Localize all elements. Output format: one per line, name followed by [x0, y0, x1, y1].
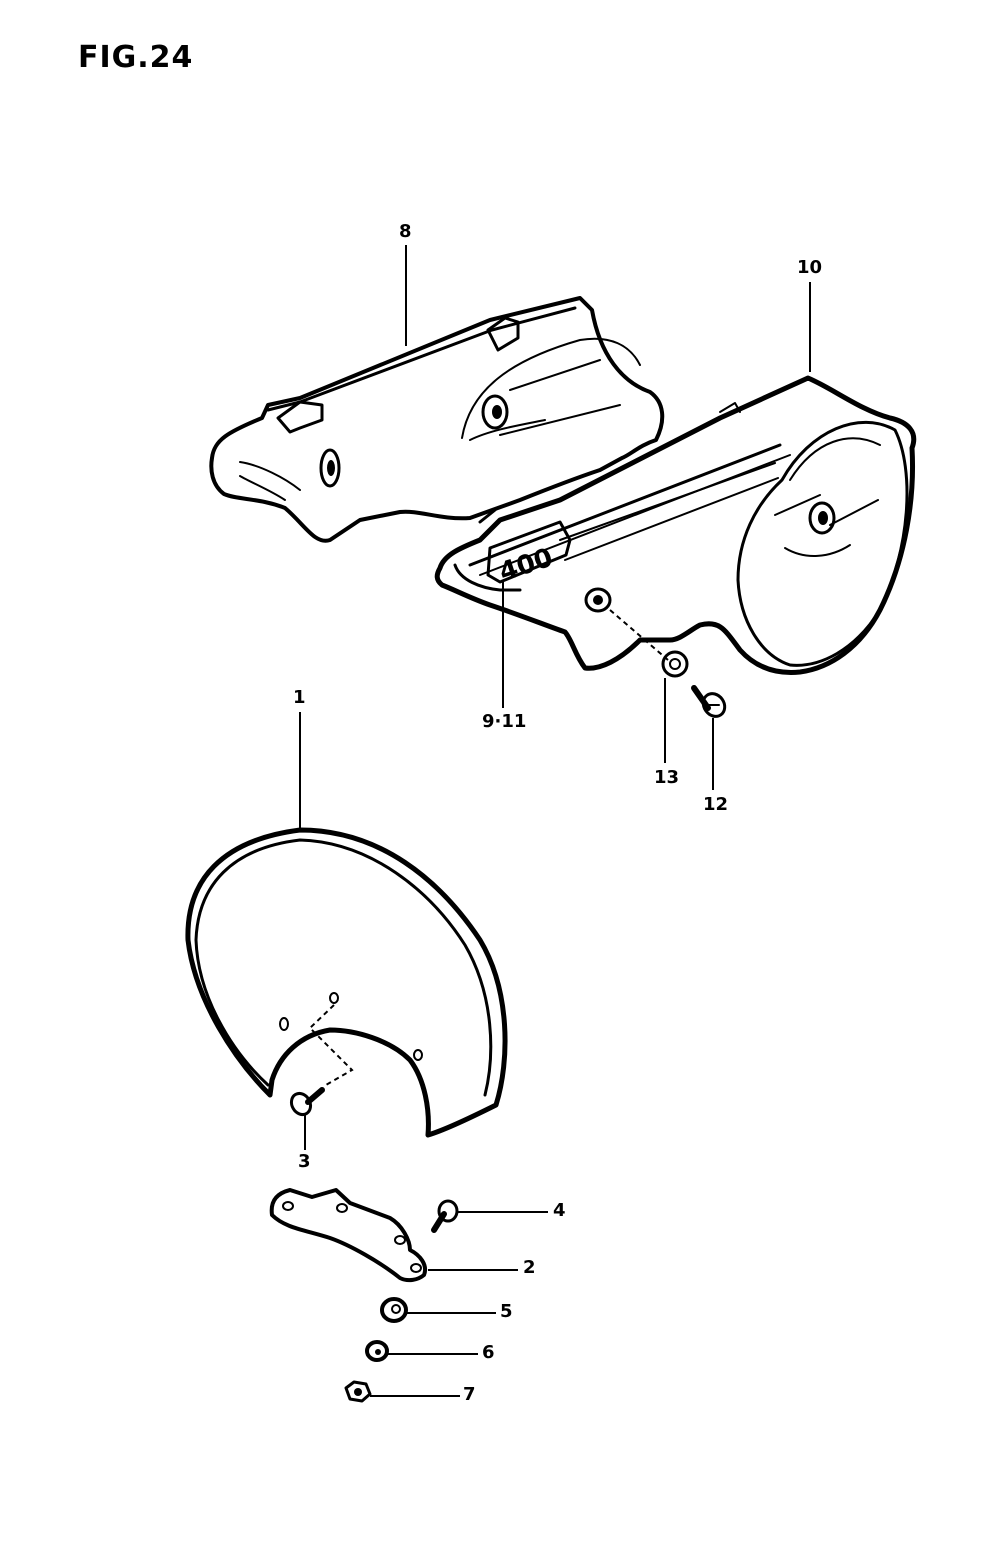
callout-7: 7	[463, 1384, 476, 1405]
part-4-bolt	[431, 1199, 459, 1233]
callout-4: 4	[553, 1200, 566, 1221]
callout-13: 13	[654, 767, 680, 788]
callout-8: 8	[399, 221, 412, 242]
callout-10: 10	[797, 257, 823, 278]
model-decal-text: 400	[496, 543, 557, 588]
figure-title: FIG.24	[78, 40, 194, 75]
part-8-left-chain-cover	[209, 296, 665, 543]
callout-1: 1	[293, 687, 306, 708]
part-6-lock-washer	[365, 1340, 389, 1362]
callout-9-11: 9·11	[482, 711, 527, 732]
part-3-screw	[289, 1087, 325, 1117]
callout-3: 3	[298, 1151, 311, 1172]
part-13-washer	[609, 609, 689, 678]
part-2-bracket	[269, 1188, 427, 1283]
callout-2: 2	[523, 1257, 536, 1278]
part-1-guard-plate	[185, 827, 508, 1138]
callout-5: 5	[500, 1301, 513, 1322]
part-12-screw	[691, 685, 727, 718]
part-10-right-chain-cover: 400	[434, 375, 917, 675]
callout-6: 6	[482, 1342, 495, 1363]
part-7-nut	[344, 1380, 372, 1403]
callout-12: 12	[703, 794, 729, 815]
part-5-washer	[380, 1297, 408, 1323]
